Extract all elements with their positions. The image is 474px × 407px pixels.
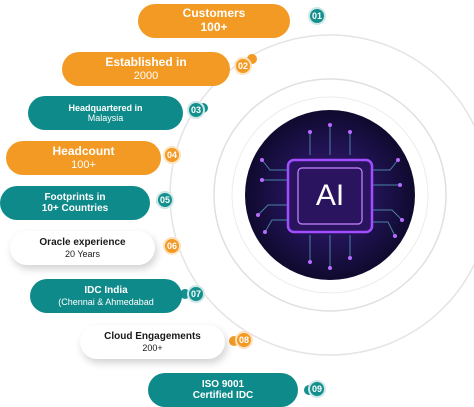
stat-headcount: Headcount 100+ — [6, 141, 161, 175]
stat-headquarters: Headquartered in Malaysia — [28, 96, 183, 130]
stat-iso: ISO 9001 Certified IDC — [148, 373, 298, 407]
step-number-badge: 02 — [234, 57, 252, 75]
middle-ring — [213, 78, 447, 312]
stat-label: Oracle experience — [39, 237, 126, 249]
stat-label: Headcount — [52, 143, 115, 158]
connector-dot — [247, 54, 257, 64]
stat-footprints: Footprints in 10+ Countries — [0, 186, 150, 220]
stat-idc-india: IDC India (Chennai & Ahmedabad — [30, 279, 182, 313]
stat-value: 200+ — [142, 342, 163, 353]
stat-label: Customers — [182, 6, 246, 21]
stat-label: Established in — [105, 54, 187, 69]
circuit-nodes — [256, 123, 404, 270]
stat-value: 2000 — [133, 69, 159, 82]
step-number-badge: 04 — [163, 146, 181, 164]
connector-dot — [180, 289, 190, 299]
stat-value: Malaysia — [87, 113, 124, 123]
step-number-badge: 08 — [235, 331, 253, 349]
stat-value: 100+ — [71, 158, 96, 171]
stat-value: 10+ Countries — [41, 203, 109, 214]
step-number-badge: 06 — [163, 237, 181, 255]
stat-label: ISO 9001 — [201, 378, 245, 390]
step-number-badge: 03 — [187, 101, 205, 119]
stat-label: Headquartered in — [68, 102, 143, 113]
inner-ring — [231, 96, 429, 294]
stat-label: Cloud Engagements — [104, 331, 201, 343]
chip-frame — [286, 158, 374, 234]
stat-value: 100+ — [200, 20, 228, 34]
stat-label: Footprints in — [44, 191, 106, 203]
stat-cloud-engagements: Cloud Engagements 200+ — [80, 325, 225, 359]
ai-label: AI — [315, 179, 345, 212]
connector-dot — [229, 336, 239, 346]
stat-established: Established in 2000 — [62, 52, 230, 86]
circuit-lines — [257, 125, 403, 268]
step-number-badge: 01 — [308, 7, 326, 25]
step-number-badge: 07 — [187, 285, 205, 303]
step-number-badge: 05 — [156, 191, 174, 209]
stat-value: (Chennai & Ahmedabad — [58, 296, 154, 307]
stat-oracle-experience: Oracle experience 20 Years — [10, 231, 155, 265]
stat-label: IDC India — [84, 285, 128, 297]
chip-inner — [297, 167, 363, 225]
stat-value: 20 Years — [64, 248, 101, 259]
stat-customers: Customers 100+ — [138, 4, 290, 38]
stat-value: Certified IDC — [192, 390, 254, 401]
step-number-badge: 09 — [308, 380, 326, 398]
